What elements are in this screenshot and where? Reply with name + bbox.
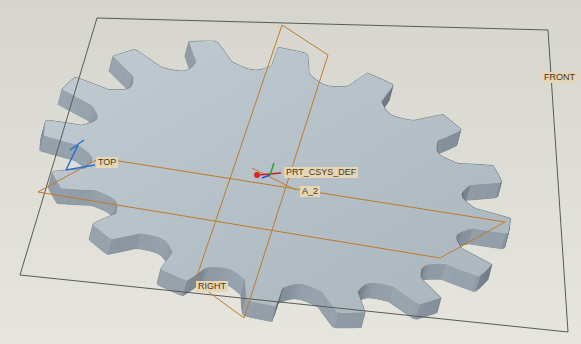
- csys-y-axis: [270, 163, 274, 175]
- front-plane: [20, 18, 568, 332]
- datum-label: TOP: [96, 157, 118, 168]
- csys-origin: [254, 172, 260, 178]
- gear-side-face: [502, 233, 508, 249]
- datum-label: PRT_CSYS_DEF: [284, 167, 358, 178]
- top-plane: [38, 158, 505, 258]
- gear-side-face: [181, 280, 187, 296]
- gear-side-face: [473, 276, 480, 291]
- gear-side-face: [342, 313, 348, 328]
- datum-label: A_2: [300, 186, 320, 197]
- gear-side-face: [106, 238, 112, 254]
- csys-z-axis: [262, 175, 270, 178]
- gear-side-face: [269, 306, 275, 321]
- datum-planes: [20, 18, 568, 332]
- datum-label: RIGHT: [196, 281, 228, 292]
- datum-label: FRONT: [542, 72, 577, 83]
- gear-top-face: [44, 41, 510, 313]
- plane-marker: [66, 140, 95, 170]
